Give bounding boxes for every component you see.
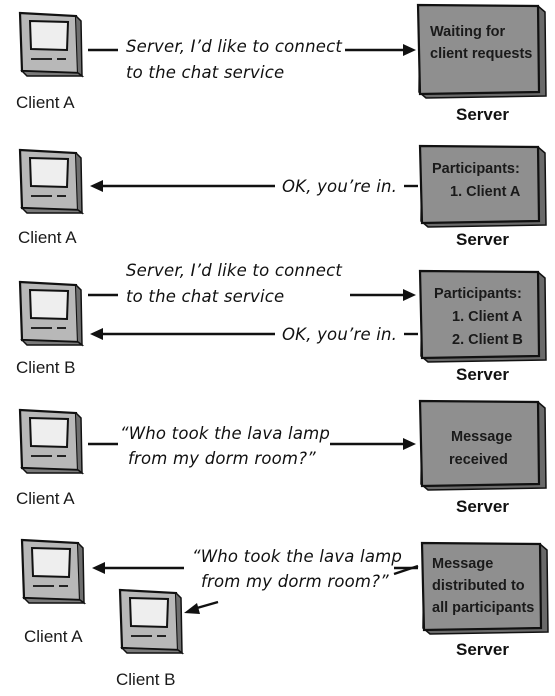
message-line-1: “Who took the lava lamp bbox=[120, 424, 330, 443]
server-box-line: all participants bbox=[432, 600, 534, 616]
server-label: Server bbox=[456, 230, 509, 249]
client-b-computer-icon bbox=[118, 588, 184, 655]
scene-connect-client-a: Client A Server, I’d like to connect to … bbox=[16, 3, 547, 124]
scene-connect-client-b: Client B Server, I’d like to connect to … bbox=[16, 261, 547, 384]
request-line-1: Server, I’d like to connect bbox=[126, 261, 342, 280]
client-b-computer-icon bbox=[18, 280, 84, 347]
server-box: Message received bbox=[418, 399, 547, 491]
reply-text: OK, you’re in. bbox=[282, 177, 397, 196]
arrowhead-icon bbox=[403, 44, 416, 56]
client-label: Client B bbox=[16, 358, 76, 377]
server-label: Server bbox=[456, 497, 509, 516]
server-label: Server bbox=[456, 640, 509, 659]
arrowhead-icon bbox=[184, 603, 200, 614]
scene-message-distributed: Client A Client B “Who took the lava lam… bbox=[20, 538, 549, 689]
scene-message-sent: Client A “Who took the lava lamp from my… bbox=[16, 399, 547, 516]
broadcast-line-right-2 bbox=[393, 564, 419, 576]
server-box-line: Participants: bbox=[432, 161, 520, 177]
server-label: Server bbox=[456, 365, 509, 384]
reply-text: OK, you’re in. bbox=[282, 325, 397, 344]
server-box-line: 1. Client A bbox=[450, 184, 521, 200]
client-label: Client A bbox=[16, 93, 75, 112]
server-box-line: distributed to bbox=[432, 578, 525, 594]
server-box: Participants: 1. Client A 2. Client B bbox=[418, 269, 547, 363]
client-label: Client A bbox=[24, 627, 83, 646]
server-box-line: Waiting for bbox=[430, 24, 506, 40]
server-box-line: client requests bbox=[430, 46, 532, 62]
message-line-2: from my dorm room?” bbox=[128, 449, 316, 468]
arrowhead-icon bbox=[403, 289, 416, 301]
arrowhead-icon bbox=[90, 180, 103, 192]
arrowhead-icon bbox=[92, 562, 105, 574]
server-box-line: 1. Client A bbox=[452, 309, 523, 325]
server-label: Server bbox=[456, 105, 509, 124]
server-box-line: Message bbox=[432, 556, 493, 572]
arrowhead-icon bbox=[90, 328, 103, 340]
client-a-computer-icon bbox=[20, 538, 86, 605]
client-label: Client A bbox=[16, 489, 75, 508]
server-box: Waiting for client requests bbox=[416, 3, 547, 99]
server-box: Participants: 1. Client A bbox=[418, 144, 547, 228]
client-label: Client A bbox=[18, 228, 77, 247]
server-box-line: 2. Client B bbox=[452, 332, 523, 348]
request-line-2: to the chat service bbox=[126, 63, 284, 82]
request-line-2: to the chat service bbox=[126, 287, 284, 306]
server-box: Message distributed to all participants bbox=[420, 541, 549, 635]
message-line-2: from my dorm room?” bbox=[201, 572, 389, 591]
server-box-line: received bbox=[449, 452, 508, 468]
client-a-computer-icon bbox=[18, 408, 84, 475]
client-label: Client B bbox=[116, 670, 176, 689]
message-line-1: “Who took the lava lamp bbox=[192, 547, 402, 566]
scene-ok-client-a: Client A OK, you’re in. Participants: 1.… bbox=[18, 144, 547, 249]
server-box-line: Participants: bbox=[434, 286, 522, 302]
client-a-computer-icon bbox=[18, 11, 84, 78]
server-box-line: Message bbox=[451, 429, 512, 445]
arrowhead-icon bbox=[403, 438, 416, 450]
request-line-1: Server, I’d like to connect bbox=[126, 37, 342, 56]
client-a-computer-icon bbox=[18, 148, 84, 215]
